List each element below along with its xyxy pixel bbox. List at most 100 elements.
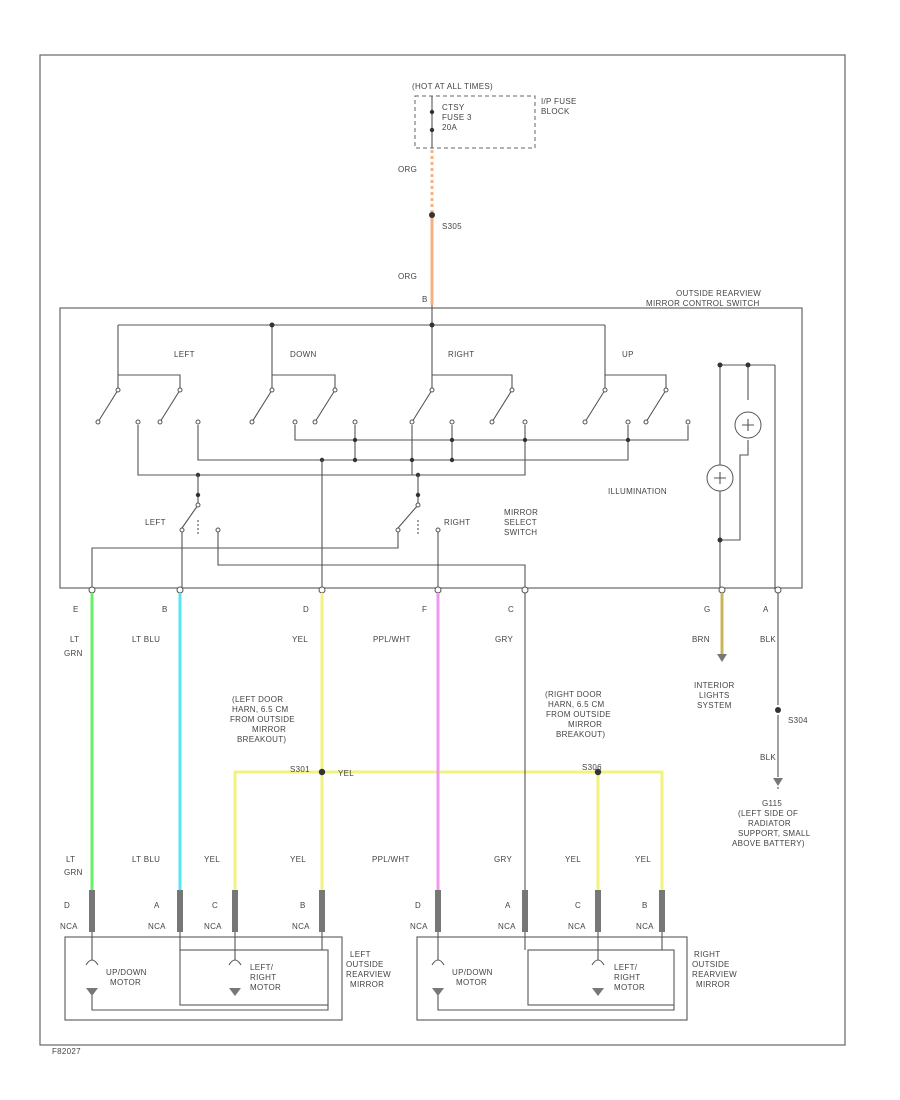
- left-door-note-1: (LEFT DOOR: [232, 695, 283, 704]
- right-mirror-name-2: OUTSIDE: [692, 960, 730, 969]
- connector-pins-top: [88, 586, 782, 594]
- splice-s301-label: S301: [290, 765, 310, 774]
- right-door-note-3: FROM OUTSIDE: [546, 710, 611, 719]
- ground-desc-1: (LEFT SIDE OF: [738, 809, 798, 818]
- splice-s301-dot: [318, 768, 326, 776]
- fuse-hot-label: (HOT AT ALL TIMES): [412, 82, 493, 91]
- left-mirror-name-3: REARVIEW: [346, 970, 391, 979]
- left-m2-label-c: MOTOR: [250, 983, 281, 992]
- ground-arrow: [773, 778, 783, 786]
- fuse-name-2: FUSE 3: [442, 113, 472, 122]
- wire-lt-blu-label: LT BLU: [132, 635, 160, 644]
- left-mirror-assembly: [64, 932, 343, 1021]
- bw-0-conn: NCA: [60, 922, 78, 931]
- left-m2-label-b: RIGHT: [250, 973, 276, 982]
- right-door-note-5: BREAKOUT): [556, 730, 605, 739]
- pin-g-label: G: [704, 605, 711, 614]
- pin-f-label: F: [422, 605, 427, 614]
- bw-4-w1: PPL/WHT: [372, 855, 410, 864]
- right-m1-label-a: UP/DOWN: [452, 968, 493, 977]
- bw-1-pin: A: [154, 901, 160, 910]
- pin-b-label: B: [162, 605, 168, 614]
- bw-5-conn: NCA: [498, 922, 516, 931]
- right-mirror-name-3: REARVIEW: [692, 970, 737, 979]
- left-m2-label-a: LEFT/: [250, 963, 274, 972]
- right-m2-label-a: LEFT/: [614, 963, 638, 972]
- ground-desc-4: ABOVE BATTERY): [732, 839, 805, 848]
- feed-wire-top-label: ORG: [398, 165, 417, 174]
- yel-bus-wire: [233, 770, 664, 890]
- right-mirror-name-1: RIGHT: [694, 950, 720, 959]
- switch-dir-left: LEFT: [174, 350, 195, 359]
- switch-title-2: MIRROR CONTROL SWITCH: [646, 299, 760, 308]
- wire-gry-label: GRY: [495, 635, 513, 644]
- bw-7-w1: YEL: [635, 855, 651, 864]
- bw-2-pin: C: [212, 901, 218, 910]
- splice-s301-wire-label: YEL: [338, 769, 354, 778]
- select-right-label: RIGHT: [444, 518, 470, 527]
- wire-yel-label: YEL: [292, 635, 308, 644]
- left-door-note-3: FROM OUTSIDE: [230, 715, 295, 724]
- diagram-frame: [39, 54, 846, 1046]
- ground-desc-3: SUPPORT, SMALL: [738, 829, 811, 838]
- select-title-3: SWITCH: [504, 528, 537, 537]
- right-door-note-1: (RIGHT DOOR: [545, 690, 602, 699]
- switch-dir-right: RIGHT: [448, 350, 474, 359]
- right-door-note-4: MIRROR: [568, 720, 602, 729]
- bw-3-conn: NCA: [292, 922, 310, 931]
- left-m1-label-b: MOTOR: [110, 978, 141, 987]
- select-title-1: MIRROR: [504, 508, 538, 517]
- bw-1-w1: LT BLU: [132, 855, 160, 864]
- ground-desc-2: RADIATOR: [748, 819, 791, 828]
- right-m2-label-b: RIGHT: [614, 973, 640, 982]
- bw-5-w1: GRY: [494, 855, 512, 864]
- mirror-connector-terminals: [89, 890, 665, 932]
- bw-2-w1: YEL: [204, 855, 220, 864]
- switch-bus-wiring: [91, 305, 776, 590]
- fuse-block: (HOT AT ALL TIMES) CTSY FUSE 3 20A I/P F…: [412, 82, 576, 149]
- left-m1-label-a: UP/DOWN: [106, 968, 147, 977]
- interior-label-1: INTERIOR: [694, 681, 735, 690]
- ground-wire-label: BLK: [760, 753, 776, 762]
- wire-blk-label: BLK: [760, 635, 776, 644]
- left-door-note-2: HARN, 6.5 CM: [232, 705, 289, 714]
- bw-6-pin: C: [575, 901, 581, 910]
- switch-dir-up: UP: [622, 350, 634, 359]
- right-mirror-assembly: [416, 932, 688, 1021]
- fuse-rating: 20A: [442, 123, 457, 132]
- left-mirror-name-4: MIRROR: [350, 980, 384, 989]
- feed-wire-bottom-label: ORG: [398, 272, 417, 281]
- wire-lt-grn-label-2: GRN: [64, 649, 83, 658]
- pin-c-label: C: [508, 605, 514, 614]
- select-title-2: SELECT: [504, 518, 537, 527]
- left-mirror-name-1: LEFT: [350, 950, 371, 959]
- bw-2-conn: NCA: [204, 922, 222, 931]
- bw-1-conn: NCA: [148, 922, 166, 931]
- illumination-label: ILLUMINATION: [608, 487, 667, 496]
- wire-brn-label: BRN: [692, 635, 710, 644]
- wire-ppl-wht-label: PPL/WHT: [373, 635, 411, 644]
- mirror-control-switch-box: [59, 307, 803, 589]
- figure-id: F82027: [52, 1047, 81, 1056]
- ground-name: G115: [762, 799, 782, 808]
- splice-s305-label: S305: [442, 222, 462, 231]
- switch-dir-down: DOWN: [290, 350, 317, 359]
- bw-0-pin: D: [64, 901, 70, 910]
- pin-d-label: D: [303, 605, 309, 614]
- bw-0-w2: GRN: [64, 868, 83, 877]
- bw-4-conn: NCA: [410, 922, 428, 931]
- right-door-note-2: HARN, 6.5 CM: [548, 700, 605, 709]
- bw-6-w1: YEL: [565, 855, 581, 864]
- right-m1-label-b: MOTOR: [456, 978, 487, 987]
- interior-label-3: SYSTEM: [697, 701, 732, 710]
- fuse-block-outline: [414, 95, 536, 149]
- bw-3-pin: B: [300, 901, 306, 910]
- bw-0-w1: LT: [66, 855, 75, 864]
- feed-pin-label: B: [422, 295, 428, 304]
- left-door-note-4: MIRROR: [252, 725, 286, 734]
- wire-lt-grn-label-1: LT: [70, 635, 79, 644]
- left-door-note-5: BREAKOUT): [237, 735, 286, 744]
- left-mirror-name-2: OUTSIDE: [346, 960, 384, 969]
- mirror-select-switch: [179, 502, 441, 535]
